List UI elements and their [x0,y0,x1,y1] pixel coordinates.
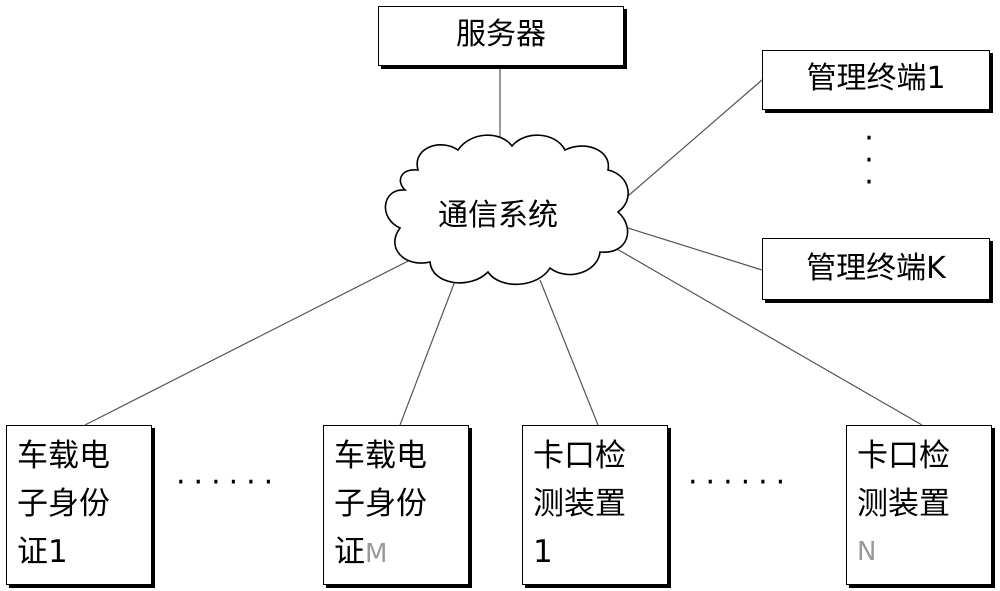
checkpoint-horizontal-ellipsis: ······ [688,465,794,500]
network-to-vehicle-first-line [84,254,421,426]
network-to-mgmt-last-line [627,227,763,271]
checkpoint-last-line1: 卡口检 [857,438,950,474]
vehicle-id-first-line2: 子身份 [17,486,110,522]
checkpoint-last: 卡口检 测装置 N [846,425,992,585]
vehicle-id-first: 车载电 子身份 证1 [6,425,152,585]
checkpoint-first: 卡口检 测装置 1 [522,425,668,585]
checkpoint-first-line3: 1 [533,534,553,570]
network-to-mgmt-first-line [627,79,763,197]
vehicle-id-last-line1: 车载电 [334,438,427,474]
mgmt-terminal-first-label: 管理终端1 [806,61,946,96]
vehicle-horizontal-ellipsis: ······ [176,465,282,500]
vehicle-id-first-line3: 证1 [17,534,68,570]
vehicle-id-last: 车载电 子身份 证M [323,425,469,585]
checkpoint-last-line3: N [857,537,877,567]
vehicle-id-first-line1: 车载电 [17,438,110,474]
network-to-checkpoint-first-line [539,279,599,426]
mgmt-terminal-first: 管理终端1 [762,50,990,110]
mgmt-vertical-ellipsis: · · · [864,121,874,200]
mgmt-terminal-last: 管理终端K [762,238,990,300]
checkpoint-first-line2: 测装置 [533,486,626,522]
vehicle-id-last-line2: 子身份 [334,486,427,522]
vehicle-id-last-index: M [365,539,388,569]
network-to-vehicle-last-line [399,267,461,426]
network-cloud [384,134,629,286]
network-label: 通信系统 [438,198,558,233]
mgmt-terminal-last-label: 管理终端K [806,251,946,286]
server-label: 服务器 [456,17,546,52]
vehicle-id-last-line3: 证 [334,534,365,570]
checkpoint-first-line1: 卡口检 [533,438,626,474]
checkpoint-last-line2: 测装置 [857,486,950,522]
server-node: 服务器 [378,6,624,66]
network-to-checkpoint-last-line [609,244,923,426]
